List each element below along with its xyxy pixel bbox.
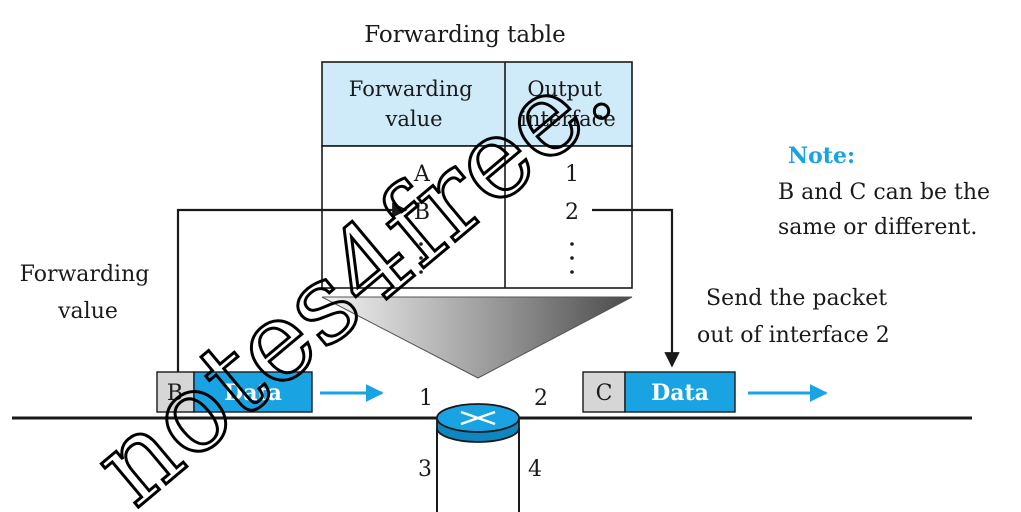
row-value-b: B (414, 200, 430, 225)
header-forwarding-value: Forwarding value (349, 77, 479, 131)
incoming-packet: B Data (156, 371, 313, 413)
forwarding-value-label: Forwarding value (20, 262, 157, 324)
incoming-packet-header-label: B (167, 381, 183, 406)
note-heading: Note: (788, 143, 855, 169)
outgoing-packet-header-label: C (596, 381, 613, 406)
outgoing-packet-payload (624, 371, 736, 413)
router-cross-icon (460, 410, 496, 426)
row-interface-1: 1 (565, 162, 579, 187)
incoming-packet-header (156, 371, 195, 413)
incoming-packet-payload-label: Data (224, 380, 282, 406)
lookup-funnel (321, 296, 633, 379)
table-header-bg (321, 61, 633, 147)
send-out-arrow (592, 208, 680, 368)
forwarding-value-arrow (176, 202, 408, 372)
interface-1-label: 1 (419, 386, 433, 411)
table-body (321, 145, 633, 289)
interface-3-label: 3 (418, 457, 432, 482)
outgoing-packet: C Data (582, 371, 736, 413)
router (436, 403, 520, 512)
row-value-a: A (413, 162, 431, 187)
forwarding-table: Forwarding value Output interface A 1 B … (321, 61, 633, 289)
ellipsis-left (419, 242, 423, 274)
interface-4-label: 4 (528, 457, 542, 482)
incoming-packet-payload (193, 371, 313, 413)
table-title: Forwarding table (364, 22, 566, 48)
row-interface-2: 2 (565, 200, 579, 225)
interface-2-label: 2 (534, 386, 548, 411)
note-text: B and C can be the same or different. (778, 180, 997, 240)
ellipsis-right (570, 242, 574, 274)
outgoing-packet-payload-label: Data (651, 380, 709, 406)
send-packet-label: Send the packet out of interface 2 (697, 286, 894, 348)
header-output-interface: Output interface (520, 77, 616, 131)
